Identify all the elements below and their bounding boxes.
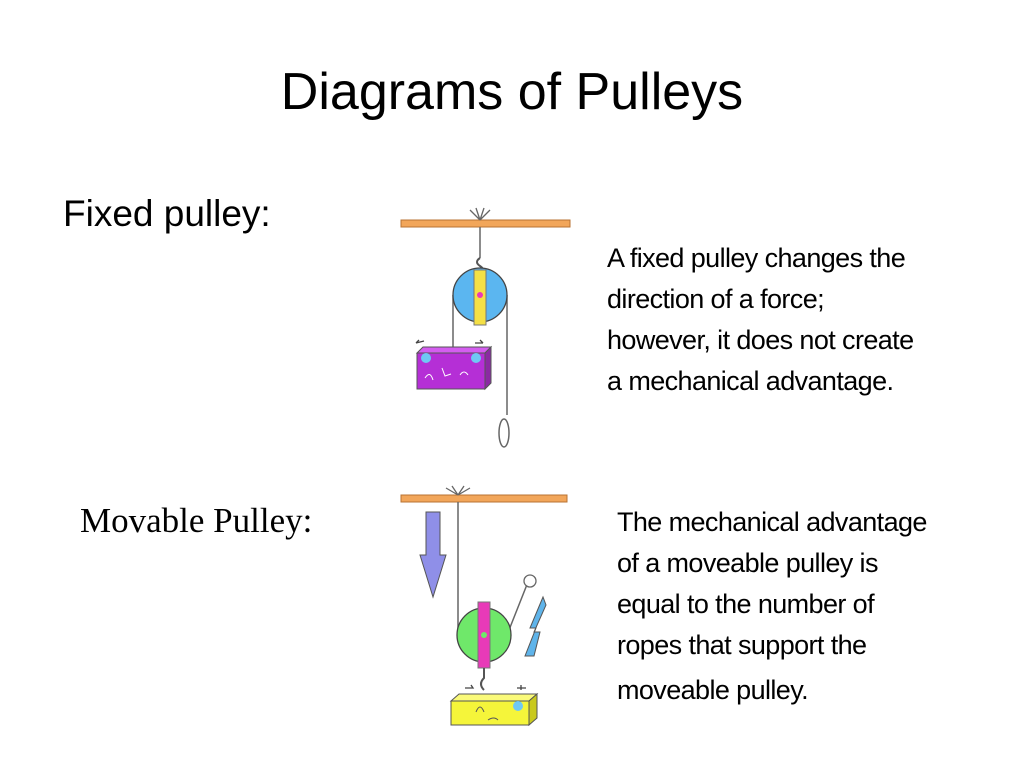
hook [480, 668, 485, 691]
slide-title: Diagrams of Pulleys [280, 63, 744, 121]
load-hook-right [513, 701, 523, 711]
movable-pulley-label: Movable Pulley: [80, 501, 313, 540]
movable-pulley-diagram [380, 480, 600, 735]
up-arrow-icon [524, 595, 547, 657]
load-box-top [449, 693, 539, 702]
load-scribble [475, 706, 499, 721]
movable-pulley-description: The mechanical advantage of a moveable p… [617, 502, 997, 711]
fixed-pulley-illustration [400, 207, 571, 448]
load-hook-left [421, 353, 431, 363]
description-line: A fixed pulley changes the [607, 243, 906, 273]
description-line: however, it does not create [607, 325, 914, 355]
pull-ring [523, 574, 537, 588]
right-arrow-mark [475, 339, 484, 344]
load-hook-right [471, 353, 481, 363]
ceiling-beam [400, 494, 568, 503]
load-scribble [424, 367, 469, 381]
description-line: The mechanical advantage [617, 507, 927, 537]
description-line: direction of a force; [607, 284, 825, 314]
pull-handle [498, 418, 510, 448]
left-arrow-mark [465, 684, 475, 689]
description-line: ropes that support the [617, 630, 867, 660]
description-line: a mechanical advantage. [607, 366, 894, 396]
movable-pulley-illustration [400, 485, 568, 727]
right-arrow-mark [517, 685, 526, 690]
left-arrow-mark [415, 339, 425, 344]
description-line: moveable pulley. [617, 675, 809, 705]
tie-knot [445, 485, 471, 496]
fixed-pulley-diagram [380, 200, 600, 455]
axle [477, 292, 483, 298]
rope-pull-end [508, 581, 529, 631]
fixed-pulley-description: A fixed pulley changes the direction of … [607, 238, 987, 402]
description-line: of a moveable pulley is [617, 548, 878, 578]
axle [481, 632, 487, 638]
load-box-top [415, 346, 493, 354]
fixed-pulley-label: Fixed pulley: [63, 193, 271, 234]
tie-knot [469, 207, 491, 221]
load-box-side [484, 345, 492, 391]
description-line: equal to the number of [617, 589, 875, 619]
ceiling-beam [400, 219, 571, 228]
down-arrow-icon [419, 511, 447, 599]
